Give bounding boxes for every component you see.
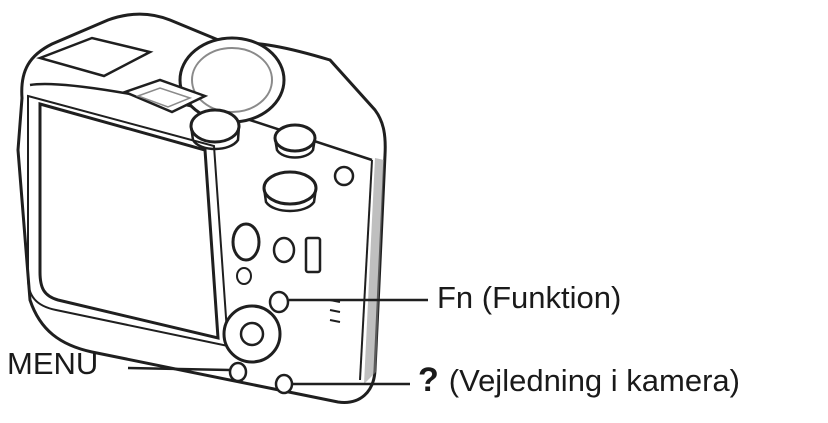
lens-ring xyxy=(178,36,286,124)
lcd-screen-bezel xyxy=(27,94,230,348)
fn-button xyxy=(268,290,290,314)
playback-button xyxy=(272,236,296,264)
strap-lug xyxy=(304,236,322,274)
flash-unit xyxy=(36,36,154,78)
help-label: ? (Vejledning i kamera) xyxy=(418,363,740,397)
help-label-text: (Vejledning i kamera) xyxy=(448,363,740,398)
side-shadow xyxy=(364,158,384,384)
shutter-dial-side xyxy=(273,137,317,159)
shutter-dial xyxy=(273,123,317,153)
hot-shoe xyxy=(121,78,209,114)
help-question-icon: ? xyxy=(418,361,439,399)
menu-leader-line xyxy=(127,366,231,372)
movie-button xyxy=(231,222,261,262)
hot-shoe-inner xyxy=(135,87,193,108)
left-button xyxy=(236,267,252,285)
control-wheel-center xyxy=(239,321,265,347)
exposure-dial xyxy=(262,170,318,206)
menu-button xyxy=(228,361,248,383)
lens-ring-inner xyxy=(191,47,273,113)
menu-label: MENU xyxy=(7,346,99,381)
small-button-top xyxy=(333,165,355,187)
help-button xyxy=(274,373,294,395)
side-face xyxy=(359,159,373,381)
fn-label: Fn (Funktion) xyxy=(437,280,622,315)
exposure-dial-side xyxy=(262,187,318,213)
mode-dial xyxy=(189,108,241,144)
lcd-screen xyxy=(38,102,220,340)
